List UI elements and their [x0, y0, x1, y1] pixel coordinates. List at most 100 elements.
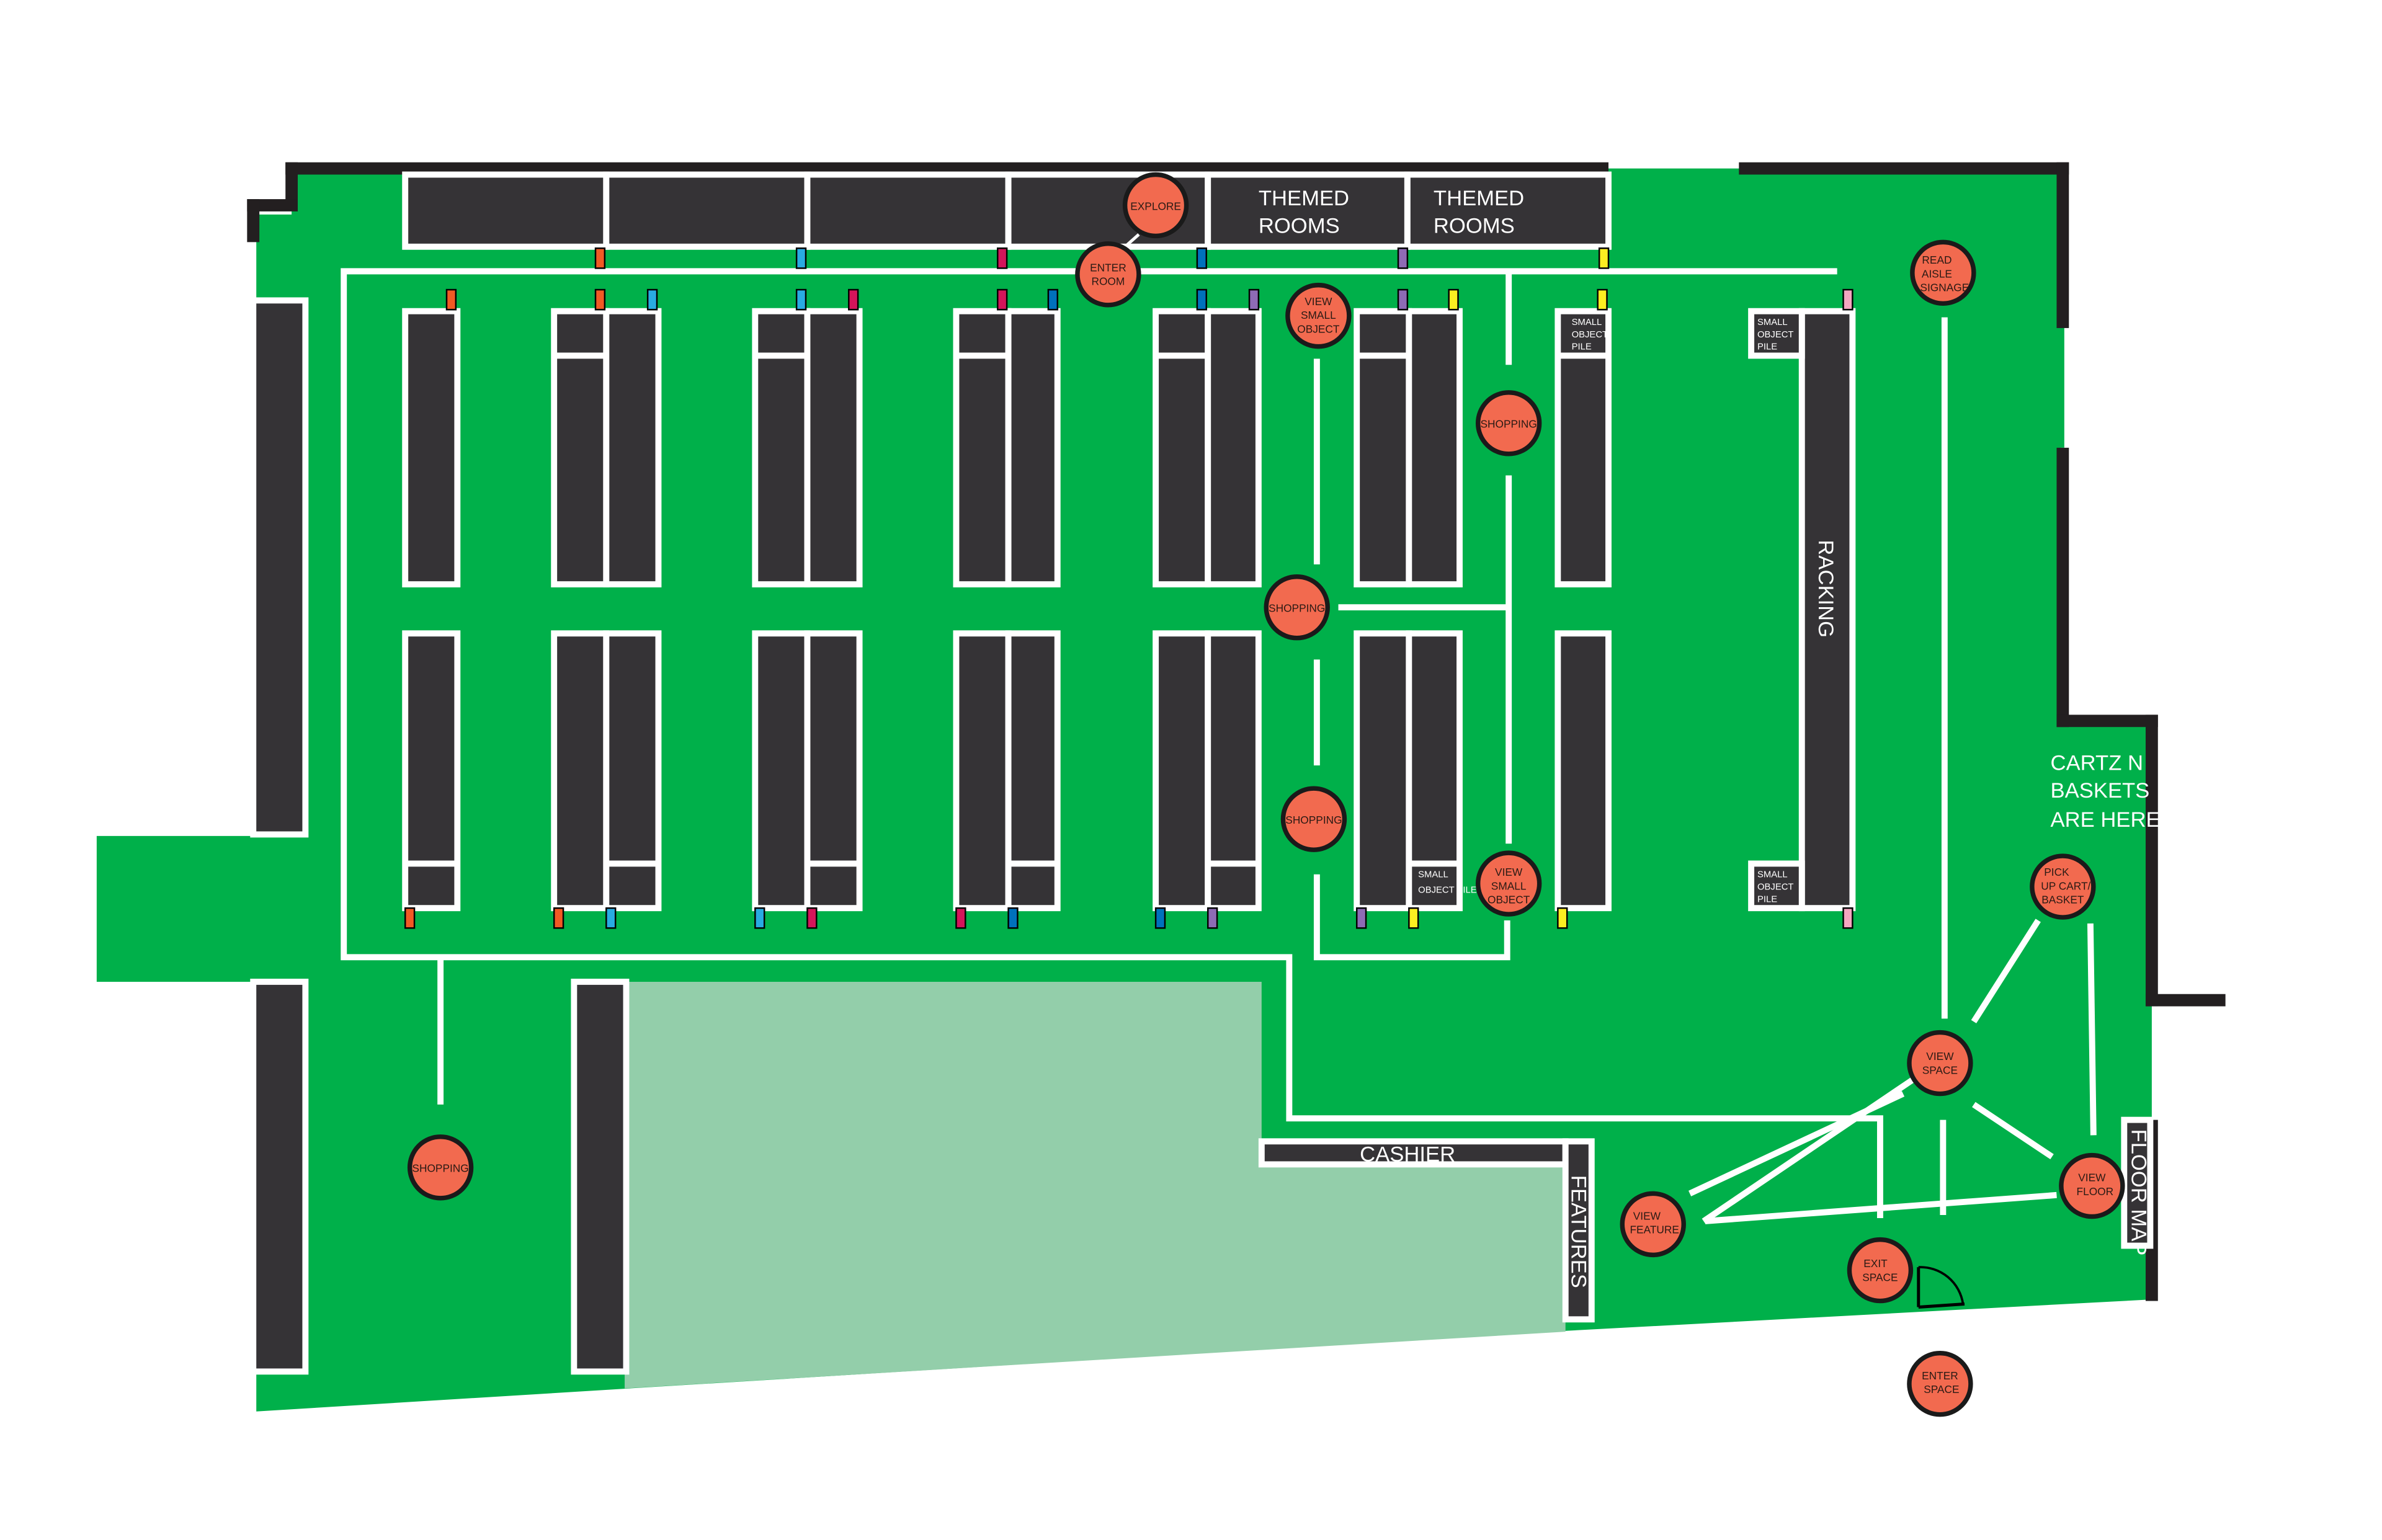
node-label: VIEW: [1926, 1050, 1954, 1062]
small-object-pile-label-d-2: OBJECT: [1757, 882, 1794, 892]
features-label: FEATURES: [1567, 1175, 1590, 1288]
cashier-label: CASHIER: [1360, 1142, 1455, 1166]
small-object-pile-label-c-3: PILE: [1757, 342, 1777, 352]
lower-gondola-row: SMALL OBJECT PILE: [402, 630, 1612, 912]
shelf-tag: [848, 288, 859, 311]
small-object-pile-label-a-2: OBJECT: [1572, 330, 1608, 340]
shelf-tag: [1248, 288, 1260, 311]
small-object-pile-label-d-1: SMALL: [1757, 870, 1788, 880]
node-view-floor[interactable]: VIEW FLOOR: [2059, 1152, 2125, 1219]
node-label: PICK: [2044, 866, 2069, 878]
node-label: VIEW: [1305, 295, 1332, 308]
node-label: VIEW: [1495, 866, 1523, 878]
node-label: AISLE: [1922, 267, 1952, 280]
node-read-aisle-signage[interactable]: READ AISLE SIGNAGE: [1910, 239, 1976, 306]
node-label: BASKET: [2041, 894, 2084, 906]
node-label: EXPLORE: [1130, 200, 1181, 212]
shelf-tag: [1196, 288, 1207, 311]
shelf-tag: [1397, 288, 1409, 311]
activity-nodes: EXPLORE ENTER ROOM VIEW SMALL OBJECT SHO…: [407, 172, 2125, 1417]
shelf-tag: [605, 907, 617, 929]
upper-gondola-row: SMALL OBJECT PILE: [402, 308, 1612, 588]
small-object-pile-label-a-3: PILE: [1572, 342, 1592, 352]
shelf-tag: [1397, 247, 1409, 269]
shelf-tag: [1196, 247, 1207, 269]
node-shopping-right[interactable]: SHOPPING: [1475, 390, 1542, 456]
racking-label: RACKING: [1814, 540, 1837, 638]
node-label: VIEW: [2078, 1172, 2106, 1184]
themed-rooms-label-1-line1: THEMED: [1259, 187, 1349, 210]
walk-paths: [341, 268, 2097, 1224]
node-view-small-object-bottom[interactable]: VIEW SMALL OBJECT: [1475, 850, 1542, 917]
shelf-tag: [754, 907, 765, 929]
node-label: EXIT: [1863, 1257, 1888, 1270]
shelf-tag: [1154, 907, 1166, 929]
shelf-tag: [1408, 907, 1419, 929]
node-view-space[interactable]: VIEW SPACE: [1907, 1030, 1973, 1097]
shelf-tag: [1598, 247, 1610, 269]
shelf-tag: [445, 288, 457, 311]
shelf-tag: [795, 288, 807, 311]
shelf-tag: [806, 907, 818, 929]
themed-rooms-strip: THEMED ROOMS THEMED ROOMS: [402, 171, 1612, 250]
small-object-pile-label-d-3: PILE: [1757, 894, 1777, 904]
themed-rooms-label-1-line2: ROOMS: [1259, 215, 1340, 238]
shelf-tag: [646, 288, 658, 311]
node-label: ENTER: [1922, 1369, 1958, 1382]
shelf-tag: [1842, 288, 1853, 311]
node-enter-space[interactable]: ENTER SPACE: [1907, 1350, 1973, 1417]
shelf-color-tags: [404, 247, 1853, 929]
node-label: FLOOR: [2077, 1185, 2114, 1198]
node-label: SIGNAGE: [1920, 282, 1969, 294]
node-label: READ: [1922, 254, 1952, 266]
node-label: SHOPPING: [1285, 814, 1342, 826]
node-label: SHOPPING: [1481, 418, 1537, 430]
node-label: OBJECT: [1297, 323, 1340, 335]
shelf-tag: [1842, 907, 1853, 929]
cartz-label-line2: BASKETS: [2051, 779, 2150, 803]
small-object-pile-label-c-2: OBJECT: [1757, 330, 1794, 340]
shelf-tag: [1355, 907, 1367, 929]
shelf-tag: [1007, 907, 1019, 929]
node-label: UP CART/: [2041, 879, 2090, 892]
node-label: SPACE: [1862, 1271, 1898, 1283]
node-label: SMALL: [1491, 879, 1527, 892]
small-object-pile-label-a-1: SMALL: [1572, 318, 1602, 327]
node-enter-room[interactable]: ENTER ROOM: [1075, 241, 1141, 308]
shelf-tag: [1207, 907, 1218, 929]
node-pick-up-cart[interactable]: PICK UP CART/ BASKET: [2030, 853, 2096, 920]
shelf-tag: [997, 288, 1008, 311]
checkout-floor-area: [625, 981, 1566, 1389]
small-object-pile-label-b-1: SMALL: [1418, 870, 1448, 880]
node-label: SHOPPING: [412, 1162, 468, 1175]
node-shopping-mid[interactable]: SHOPPING: [1264, 574, 1330, 641]
node-explore[interactable]: EXPLORE: [1122, 172, 1189, 239]
small-object-pile-label-b-2: OBJECT PILE: [1418, 885, 1477, 895]
node-label: SPACE: [1924, 1383, 1959, 1395]
node-exit-space[interactable]: EXIT SPACE: [1847, 1237, 1914, 1304]
node-label: FEATURE: [1630, 1224, 1679, 1236]
node-view-small-object-top[interactable]: VIEW SMALL OBJECT: [1285, 282, 1352, 349]
themed-rooms-label-2-line2: ROOMS: [1434, 215, 1515, 238]
door-swing-icon: [1917, 1266, 1965, 1309]
node-label: VIEW: [1633, 1209, 1661, 1222]
node-shopping-lower[interactable]: SHOPPING: [1280, 786, 1347, 852]
node-label: ENTER: [1090, 261, 1126, 274]
node-shopping-left[interactable]: SHOPPING: [407, 1134, 474, 1201]
floor-map-label: FLOOR MAP: [2127, 1129, 2151, 1255]
node-label: SHOPPING: [1269, 602, 1325, 615]
cartz-label-line3: ARE HERE: [2051, 808, 2161, 832]
node-label: SMALL: [1301, 309, 1336, 321]
shelf-tag: [404, 907, 416, 929]
node-label: ROOM: [1091, 275, 1125, 288]
themed-rooms-label-2-line1: THEMED: [1434, 187, 1524, 210]
shelf-tag: [955, 907, 966, 929]
shelf-tag: [1557, 907, 1568, 929]
small-object-pile-label-c-1: SMALL: [1757, 318, 1788, 327]
shelf-tag: [553, 907, 564, 929]
shelf-tag: [1448, 288, 1459, 311]
node-label: OBJECT: [1488, 894, 1530, 906]
shelf-tag: [1597, 288, 1608, 311]
node-view-feature[interactable]: VIEW FEATURE: [1620, 1191, 1686, 1258]
